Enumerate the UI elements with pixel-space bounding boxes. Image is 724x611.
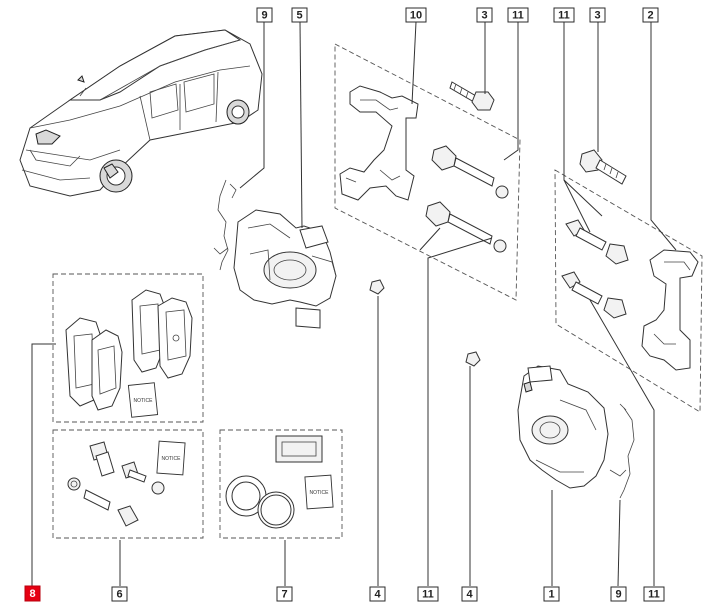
callout-number: 2 <box>647 10 653 22</box>
callout-c9-top: 9 <box>256 7 273 23</box>
callout-box <box>417 586 439 602</box>
callout-box <box>369 586 386 602</box>
callout-number: 6 <box>116 589 122 601</box>
grease-sachet <box>275 435 323 463</box>
callout-box <box>543 586 560 602</box>
callout-c7-bottom: 7 <box>276 586 293 602</box>
callout-box <box>476 7 493 23</box>
clip-spring-lower <box>609 403 635 499</box>
dashed-box-kit7 <box>219 429 343 539</box>
callout-box <box>589 7 606 23</box>
callout-number: 11 <box>648 589 660 601</box>
callout-number: 8 <box>29 588 35 600</box>
callout-box <box>461 586 478 602</box>
guide-kit-notice-leaflet: NOTICE <box>156 440 186 476</box>
guide-pins-right <box>561 219 629 319</box>
caliper-assembly-upper <box>233 209 337 329</box>
seal-kit-notice-text: NOTICE <box>310 490 330 496</box>
callout-box <box>111 586 128 602</box>
clip-spring-upper <box>213 179 237 271</box>
callout-c11-top-a: 11 <box>507 7 529 23</box>
callout-c8-bottom: 8 <box>24 585 41 602</box>
bleed-screw-upper <box>369 279 385 295</box>
carrier-bolt-upper <box>449 81 495 111</box>
callout-c2-top: 2 <box>642 7 659 23</box>
dashed-box-upper-center <box>334 43 521 301</box>
pads-notice-leaflet: NOTICE <box>127 382 159 418</box>
callout-box <box>643 586 665 602</box>
guide-pins-upper <box>425 145 509 253</box>
caliper-carrier-upper <box>339 85 419 201</box>
callout-c6-bottom: 6 <box>111 586 128 602</box>
caliper-carrier-right <box>641 249 699 371</box>
callout-number: 7 <box>281 589 287 601</box>
callout-c4-bottom-b: 4 <box>461 586 478 602</box>
callout-box <box>642 7 659 23</box>
callout-c11-bottom-a: 11 <box>417 586 439 602</box>
callout-number: 4 <box>466 589 473 601</box>
callout-number: 3 <box>594 10 600 22</box>
callout-c4-bottom-a: 4 <box>369 586 386 602</box>
callout-c1-bottom: 1 <box>543 586 560 602</box>
car-illustration <box>19 29 263 197</box>
callout-number: 9 <box>261 10 267 22</box>
callout-box <box>553 7 575 23</box>
callout-box <box>256 7 273 23</box>
callout-number: 11 <box>558 10 570 22</box>
callout-c10-top: 10 <box>405 7 427 23</box>
dashed-box-pads <box>52 273 204 423</box>
callout-box <box>610 586 627 602</box>
dashed-box-right <box>554 169 703 413</box>
callout-number: 10 <box>410 10 422 22</box>
callout-box <box>276 586 293 602</box>
callout-box <box>24 585 41 602</box>
callout-c3-top-a: 3 <box>476 7 493 23</box>
callout-number: 11 <box>422 589 434 601</box>
callout-c11-top-b: 11 <box>553 7 575 23</box>
callout-box <box>507 7 529 23</box>
callout-box <box>405 7 427 23</box>
callout-number: 9 <box>615 589 621 601</box>
callout-number: 1 <box>548 589 554 601</box>
carrier-bolt-right <box>579 149 627 185</box>
callout-box <box>291 7 308 23</box>
callout-number: 4 <box>374 589 381 601</box>
guide-kit: NOTICE <box>67 440 186 527</box>
bleed-screw-lower <box>465 351 481 367</box>
dashed-box-kit6 <box>52 429 204 539</box>
guide-kit-notice-text: NOTICE <box>162 456 182 462</box>
callout-c3-top-b: 3 <box>589 7 606 23</box>
pads-notice-text: NOTICE <box>134 398 154 404</box>
caliper-assembly-lower <box>517 365 609 489</box>
callout-number: 11 <box>512 10 524 22</box>
callout-c5-top: 5 <box>291 7 308 23</box>
brake-pads-kit: NOTICE <box>65 289 193 418</box>
callout-number: 3 <box>481 10 487 22</box>
callout-c9-bottom: 9 <box>610 586 627 602</box>
seal-kit: NOTICE <box>225 435 334 529</box>
callout-labels: 9 5 10 3 11 11 3 2 8 6 7 4 11 4 1 9 11 <box>24 7 665 602</box>
leader-lines <box>31 21 677 587</box>
seal-kit-notice-leaflet: NOTICE <box>304 474 334 510</box>
callout-c11-bottom-b: 11 <box>643 586 665 602</box>
callout-number: 5 <box>296 10 302 22</box>
